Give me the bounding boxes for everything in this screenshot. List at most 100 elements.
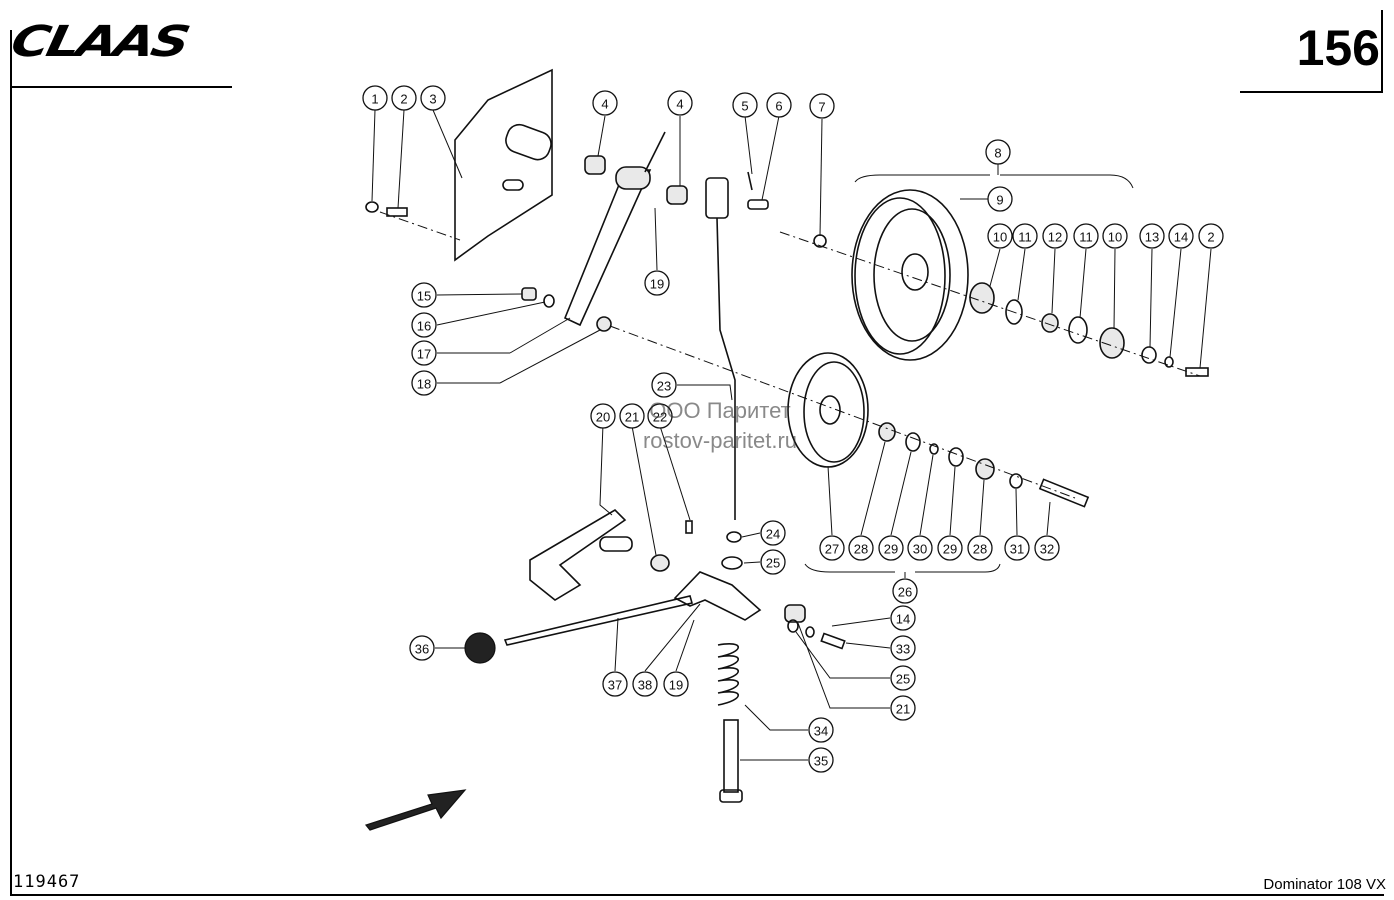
watermark: ООО Паритет rostov-paritet.ru [560,396,880,456]
large-pulley-9 [851,189,969,361]
callout-19: 19 [644,270,670,296]
callout-number: 1 [371,92,378,107]
callout-number: 32 [1040,542,1054,557]
callout-11: 11 [1073,223,1099,249]
callout-5: 5 [732,92,758,118]
callout-circle [362,85,388,111]
callout-1: 1 [362,85,388,111]
support-bracket-20 [529,508,633,601]
callout-number: 7 [818,100,825,115]
clevis-rod [705,177,736,520]
circlip-11b [1068,316,1088,344]
callout-35: 35 [808,747,834,773]
callout-circle [1168,223,1194,249]
callout-29: 29 [878,535,904,561]
callout-number: 27 [825,542,839,557]
callout-9: 9 [987,186,1013,212]
callout-29: 29 [937,535,963,561]
callout-circle [760,520,786,546]
callout-25: 25 [760,549,786,575]
callout-number: 21 [896,702,910,717]
drawing-number: 119467 [13,872,81,892]
callout-circle [391,85,417,111]
callout-number: 28 [854,542,868,557]
axis-line-upper-pulley [779,231,1201,377]
callout-21: 21 [619,403,645,429]
callout-circle [602,671,628,697]
clevis-38 [673,571,762,621]
callout-number: 19 [650,277,664,292]
callout-number: 4 [601,97,608,112]
header-rule-left [12,86,232,88]
nut-15 [521,287,537,301]
callout-number: 25 [896,672,910,687]
callout-number: 31 [1010,542,1024,557]
callout-number: 4 [676,97,683,112]
callout-25: 25 [890,665,916,691]
callout-number: 26 [898,585,912,600]
callout-circle [1198,223,1224,249]
callout-number: 16 [417,319,431,334]
nut-24 [726,531,742,543]
bushing-21 [650,554,670,572]
callout-31: 31 [1004,535,1030,561]
header-rule-right [1240,91,1383,93]
callout-10: 10 [987,223,1013,249]
callout-number: 36 [415,642,429,657]
callout-circle [663,671,689,697]
callout-circle [619,403,645,429]
callout-14: 14 [890,605,916,631]
callout-number: 14 [1174,230,1188,245]
callout-circle [1042,223,1068,249]
tension-arm [563,131,666,327]
split-pin-5 [747,171,753,191]
knob-36 [464,632,496,664]
callout-circle [808,747,834,773]
frame-left-border [10,30,12,894]
bearing-28a [878,422,896,442]
callout-number: 34 [814,724,828,739]
callout-circle [1004,535,1030,561]
callout-number: 6 [775,99,782,114]
callout-number: 28 [973,542,987,557]
callout-circle [890,695,916,721]
callout-19: 19 [663,671,689,697]
callout-number: 19 [669,678,683,693]
callout-circle [632,671,658,697]
callout-circle [647,403,673,429]
callout-number: 8 [994,146,1001,161]
callout-6: 6 [766,92,792,118]
callout-16: 16 [411,312,437,338]
callout-circle [411,340,437,366]
callout-circle [667,90,693,116]
callout-11: 11 [1012,223,1038,249]
callout-number: 30 [913,542,927,557]
callout-2: 2 [1198,223,1224,249]
spring-34 [717,643,739,706]
callout-number: 24 [766,527,780,542]
callout-23: 23 [651,372,677,398]
callout-number: 9 [996,193,1003,208]
callout-circle [1034,535,1060,561]
callout-circle [1139,223,1165,249]
callout-circle [878,535,904,561]
watermark-url: rostov-paritet.ru [642,428,798,453]
key-22 [685,520,693,534]
callout-circle [411,370,437,396]
bearing-28b [975,458,995,480]
callout-number: 17 [417,347,431,362]
callout-number: 15 [417,289,431,304]
callout-36: 36 [409,635,435,661]
callout-34: 34 [808,717,834,743]
callout-number: 25 [766,556,780,571]
callout-number: 22 [653,410,667,425]
watermark-company: ООО Паритет [649,398,791,423]
bolt-2 [386,207,408,217]
callout-circle [409,635,435,661]
callout-circle [1102,223,1128,249]
callout-4: 4 [592,90,618,116]
callout-circle [890,605,916,631]
callout-circle [732,92,758,118]
callout-circle [1012,223,1038,249]
